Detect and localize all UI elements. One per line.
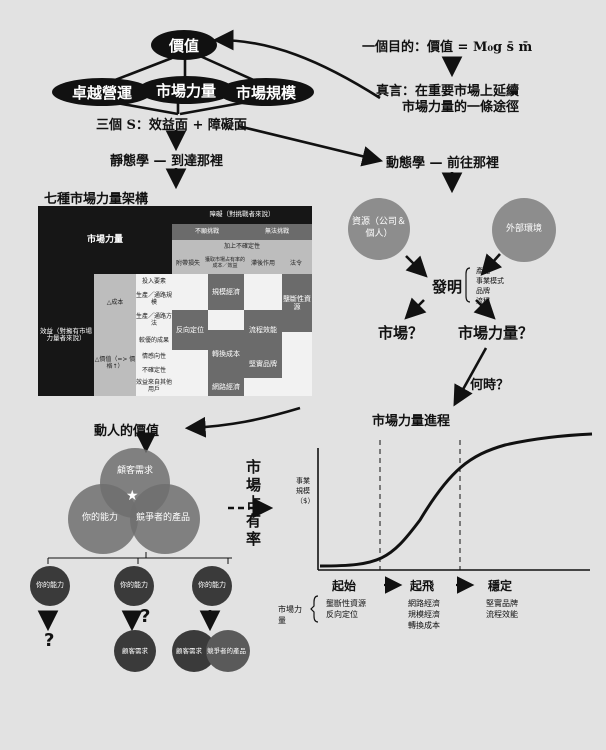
invention-items: 產品 事業模式 品牌 流程 bbox=[476, 267, 504, 305]
power-cornered-resource: 壟斷性資源 bbox=[282, 274, 312, 332]
col-regulation: 法令 bbox=[280, 254, 312, 274]
origination-powers: 壟斷性資源 反向定位 bbox=[326, 599, 366, 619]
header-unwilling: 不願挑戰 bbox=[172, 224, 242, 240]
sub-your-capability-1: 你的能力 bbox=[30, 566, 70, 606]
power-question: 市場力量？ bbox=[458, 324, 534, 342]
market-share-text: 市場占有率 bbox=[246, 458, 262, 548]
compelling-title: 動人的價值 bbox=[94, 424, 160, 439]
value-pill: 價值 bbox=[151, 30, 217, 60]
y-axis-label: 事業規模（$） bbox=[296, 477, 315, 505]
arrow-s-dynamics bbox=[237, 124, 384, 167]
progression-axes bbox=[317, 448, 590, 571]
star-icon: ★ bbox=[126, 488, 139, 504]
mantra-line2: 市場力量的一條途徑 bbox=[402, 100, 520, 115]
stage-origination: 起始 bbox=[332, 579, 357, 593]
progression-title: 市場力量進程 bbox=[372, 414, 451, 429]
header-unable: 無法挑戰 bbox=[242, 224, 312, 240]
stage-stability: 穩定 bbox=[488, 579, 513, 593]
arrow-environment-invention bbox=[480, 253, 503, 276]
benefit-label: 效益（對擁有市場力量者來說） bbox=[38, 274, 94, 396]
power-counter-positioning: 反向定位 bbox=[172, 310, 208, 350]
stage-takeoff: 起飛 bbox=[410, 579, 435, 593]
invention-bracket bbox=[465, 267, 471, 303]
row-affective: 情感向性 bbox=[136, 350, 172, 364]
row-superior: 較優的成果 bbox=[136, 332, 172, 350]
header-barrier: 障礙（對挑戰者來說） bbox=[172, 206, 312, 224]
row-scale: 生產／通路規模 bbox=[136, 290, 172, 310]
row-inputs: 投入要素 bbox=[136, 274, 172, 290]
when-question: 何時？ bbox=[470, 378, 510, 393]
pill-operational-excellence: 卓越營運 bbox=[52, 78, 152, 106]
market-question: 市場？ bbox=[378, 324, 424, 342]
resources-circle: 資源（公司＆個人） bbox=[348, 198, 410, 260]
arrow-resources-invention bbox=[405, 255, 428, 278]
sub-customer-needs: 顧客需求 bbox=[114, 630, 156, 672]
col-hysteresis: 滯後作用 bbox=[246, 254, 280, 274]
power-network-economies: 網路經濟 bbox=[208, 378, 244, 396]
line-pill3-value bbox=[199, 54, 259, 84]
statics-text: 靜態學 — 到達那裡 bbox=[110, 154, 224, 169]
row-network-benefit: 效益來自其他用戶 bbox=[136, 378, 172, 396]
takeoff-powers: 網路經濟 規模經濟 轉換成本 bbox=[408, 599, 440, 630]
dynamics-text: 動態學 — 前往那裡 bbox=[386, 156, 500, 171]
environment-circle: 外部環境 bbox=[492, 198, 556, 262]
power-process-power: 流程效能 bbox=[244, 310, 282, 350]
sub-competitor-product: 競爭者的產品 bbox=[206, 630, 250, 672]
arrow-power-progression bbox=[453, 347, 488, 407]
arrow-invention-market bbox=[404, 297, 427, 320]
qmark-1: ? bbox=[44, 630, 55, 651]
header-market-power: 市場力量 bbox=[38, 206, 172, 274]
s-curve bbox=[319, 432, 593, 568]
mantra-line1: 真言：在重要市場上延續 bbox=[376, 84, 520, 99]
qmark-2: ? bbox=[140, 606, 151, 627]
power-branding: 堅實品牌 bbox=[244, 350, 282, 378]
one-goal-text: 一個目的：價值 = M₀g s̄ m̄ bbox=[362, 40, 533, 55]
arrow-invention-power bbox=[473, 297, 496, 320]
sub-your-capability-2: 你的能力 bbox=[114, 566, 154, 606]
header-uncertainty: 加上不確定性 bbox=[172, 240, 312, 254]
pill-market-scale: 市場規模 bbox=[218, 78, 314, 106]
invention-text: 發明 bbox=[432, 278, 463, 296]
sub-your-capability-3: 你的能力 bbox=[192, 566, 232, 606]
price-label: △價值（=> 價格↑） bbox=[94, 332, 136, 396]
arrow-progression-compelling bbox=[184, 406, 301, 438]
arrow-mantra-value bbox=[212, 29, 381, 100]
your-capability-circle: 你的能力 bbox=[68, 484, 138, 554]
competitor-product-circle: 競爭者的產品 bbox=[130, 484, 200, 554]
power-switching-costs: 轉換成本 bbox=[208, 330, 244, 378]
stability-powers: 堅實品牌 流程效能 bbox=[486, 599, 518, 619]
row-method: 生產／通路方法 bbox=[136, 310, 172, 332]
power-scale-economies: 規模經濟 bbox=[208, 274, 244, 310]
col-share-cost: 獲取市場占有率的成本／效益 bbox=[204, 254, 246, 274]
cost-label: △成本 bbox=[94, 274, 136, 332]
col-collateral: 附帶損失 bbox=[172, 254, 204, 274]
table-title: 七種市場力量架構 bbox=[44, 192, 149, 207]
power-label: 市場力量 bbox=[278, 605, 302, 625]
row-uncertainty: 不確定性 bbox=[136, 364, 172, 378]
three-s-text: 三個 S：效益面 + 障礙面 bbox=[96, 118, 247, 133]
